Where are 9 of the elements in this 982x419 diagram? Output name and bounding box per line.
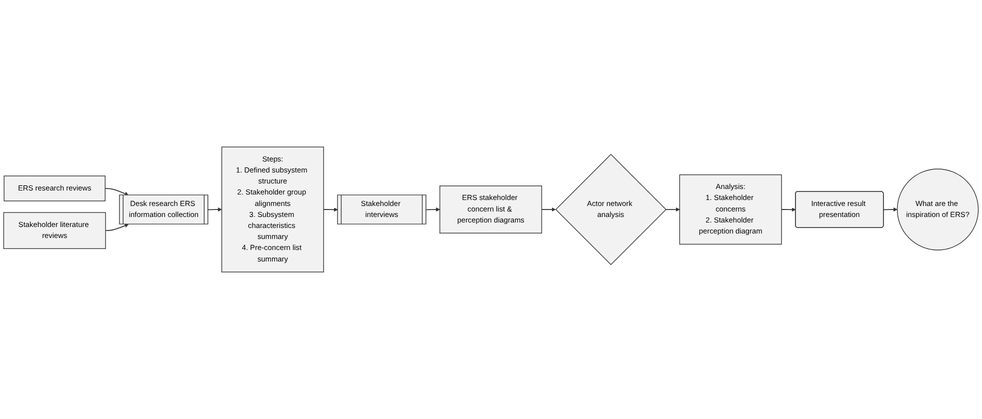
arrow — [208, 207, 222, 212]
arrow — [541, 207, 556, 212]
arrow — [665, 207, 680, 212]
arrow — [323, 208, 338, 212]
arrow — [104, 188, 129, 196]
arrow — [781, 208, 796, 212]
arrow — [105, 224, 129, 232]
arrow — [883, 207, 898, 212]
arrow — [426, 207, 440, 212]
